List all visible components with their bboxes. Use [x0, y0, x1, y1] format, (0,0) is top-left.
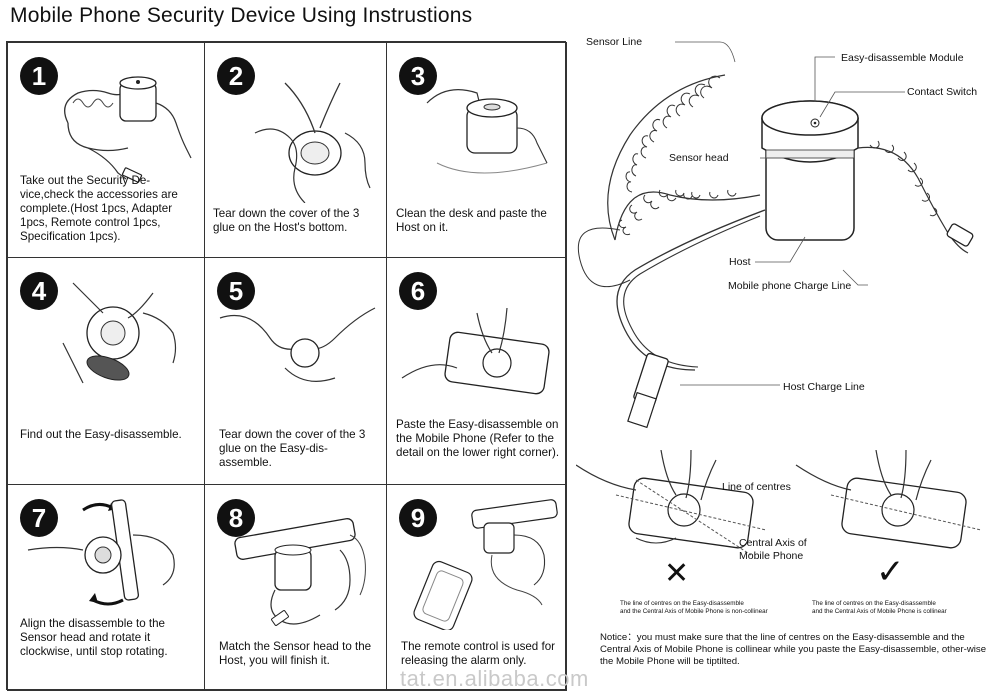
step-5-caption: Tear down the cover of the 3 glue on the…	[219, 428, 366, 469]
step-8-number: 8	[217, 499, 255, 537]
step-3-illustration	[426, 89, 548, 174]
step-2-caption: Tear down the cover of the 3 glue on the…	[213, 207, 360, 234]
wrong-mark: ✕	[664, 556, 690, 591]
step-6-illustration	[401, 307, 550, 395]
step-6-caption: Paste the Easy-disassemble on the Mobile…	[396, 418, 560, 459]
step-9-caption: The remote control is used for releasing…	[401, 640, 556, 667]
contact-switch-label: Contact Switch	[907, 86, 978, 98]
step-3-caption: Clean the desk and paste the Host on it.	[396, 207, 547, 234]
step-1-number: 1	[20, 57, 58, 95]
step-1-caption: Take out the Security De-vice,check the …	[20, 174, 178, 243]
step-5-cell: 5 Tear down the cover of the 3 glue on t…	[204, 257, 387, 485]
host-charge-line-label: Host Charge Line	[783, 381, 865, 393]
step-8-cell: 8 Match the Sensor head to the Host, you…	[204, 484, 387, 691]
page-title: Mobile Phone Security Device Using Instr…	[10, 4, 473, 27]
step-8-illustration	[234, 518, 366, 626]
easy-disassemble-module-label: Easy-disassemble Module	[841, 52, 964, 64]
watermark: tat.en.alibaba.com	[400, 666, 589, 691]
step-9-cell: 9 The remote control is used for releasi…	[386, 484, 567, 691]
mobile-phone-charge-line-label: Mobile phone Charge Line	[728, 280, 852, 292]
step-2-illustration	[254, 82, 371, 203]
step-3-cell: 3 Clean the desk and paste the Host on i…	[386, 42, 567, 258]
host-label: Host	[729, 256, 751, 268]
step-5-number: 5	[217, 272, 255, 310]
sensor-line-label: Sensor Line	[586, 36, 643, 48]
step-8-caption: Match the Sensor head to the Host, you w…	[219, 640, 372, 667]
right-caption: The line of centres on the Easy-disassem…	[812, 600, 947, 615]
step-7-cell: 7 Align the disassemble to the Sensor he…	[7, 484, 205, 691]
step-4-cell: 4 Find out the Easy-disassemble.	[7, 257, 205, 485]
wrong-caption: The line of centres on the Easy-disassem…	[620, 600, 768, 615]
step-1-cell: 1 Take out the Security De-vice,check th…	[7, 42, 205, 258]
step-4-caption: Find out the Easy-disassemble.	[20, 428, 182, 441]
step-9-number: 9	[399, 499, 437, 537]
detail-illustration	[576, 450, 982, 556]
step-4-illustration	[62, 282, 177, 384]
right-mark: ✓	[876, 552, 905, 592]
notice-text: Notice：you must make sure that the line …	[600, 632, 987, 667]
step-6-number: 6	[399, 272, 437, 310]
step-3-number: 3	[399, 57, 437, 95]
step-1-illustration	[64, 76, 192, 183]
step-7-number: 7	[20, 499, 58, 537]
central-axis-label: Central Axis of Mobile Phone	[739, 537, 807, 562]
product-diagram	[578, 41, 974, 429]
step-9-illustration	[413, 499, 558, 630]
step-2-number: 2	[217, 57, 255, 95]
line-of-centres-label: Line of centres	[722, 481, 791, 493]
step-2-cell: 2 Tear down the cover of the 3 glue on t…	[204, 42, 387, 258]
step-7-illustration	[27, 499, 175, 606]
sensor-head-label: Sensor head	[669, 152, 729, 164]
step-5-illustration	[219, 307, 376, 382]
step-6-cell: 6 Paste the Easy-disassemble on the Mobi…	[386, 257, 567, 485]
step-4-number: 4	[20, 272, 58, 310]
steps-grid: 1 Take out the Security De-vice,check th…	[6, 41, 567, 691]
step-7-caption: Align the disassemble to the Sensor head…	[20, 617, 168, 658]
